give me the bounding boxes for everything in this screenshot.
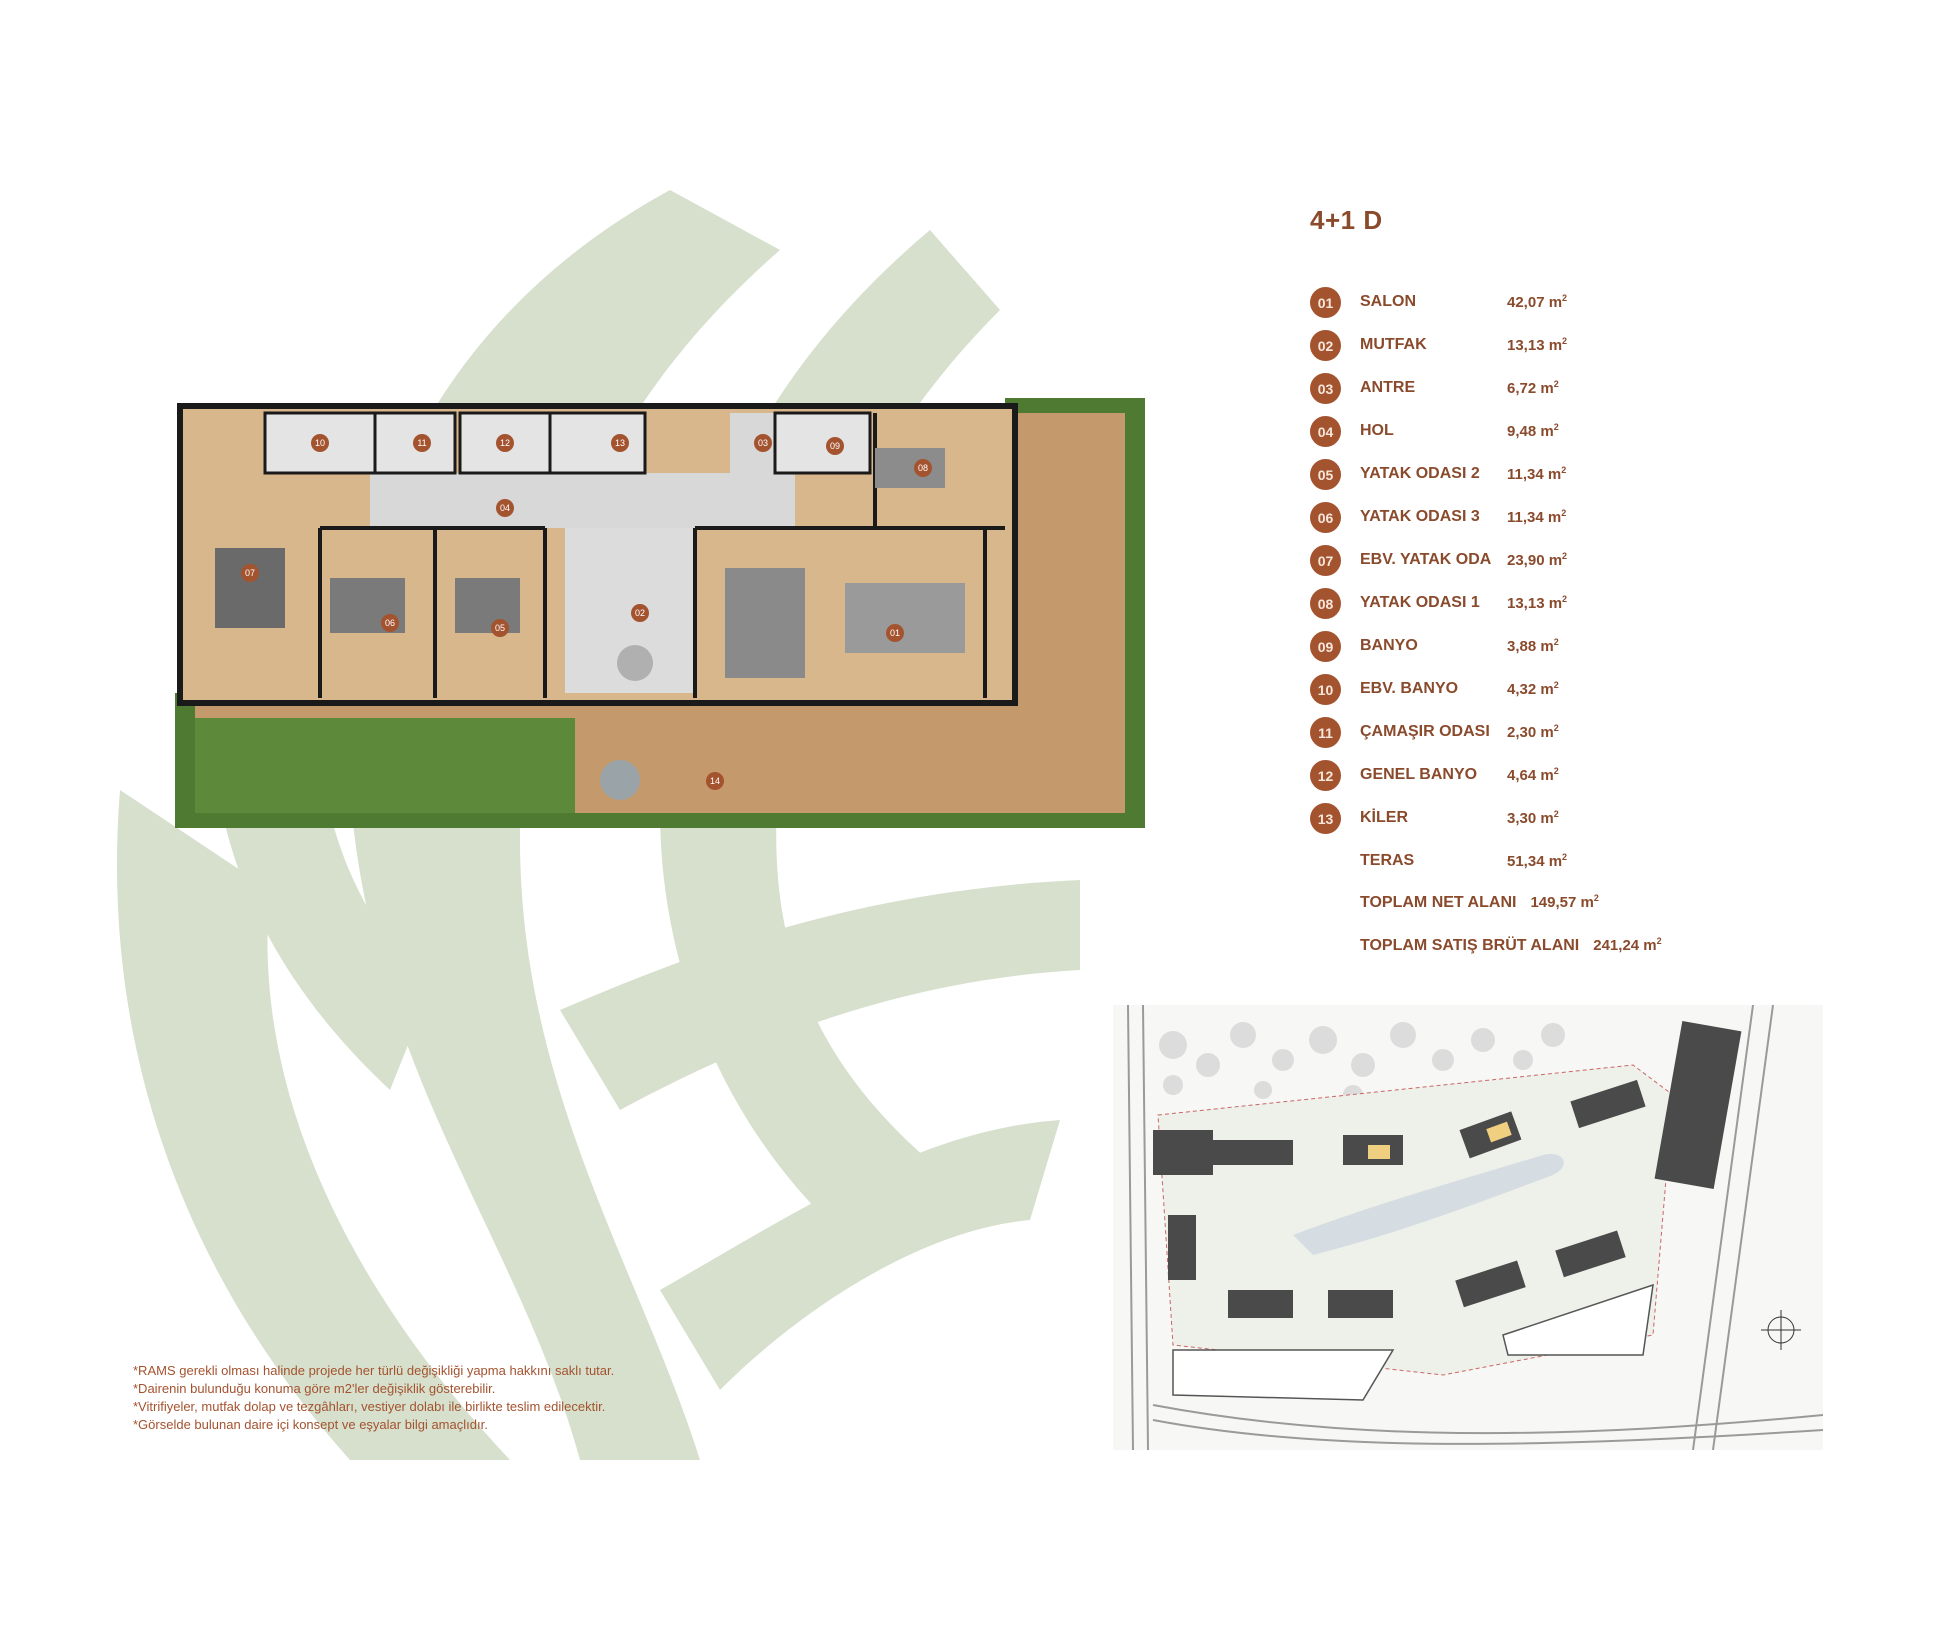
room-area: 4,64 m2 xyxy=(1507,766,1559,784)
room-area: 42,07 m2 xyxy=(1507,293,1568,311)
disclaimer-notes: *RAMS gerekli olması halinde projede her… xyxy=(133,1362,773,1434)
room-number-badge: 09 xyxy=(1310,631,1341,662)
room-number-badge: 02 xyxy=(1310,330,1341,361)
room-number-badge: 05 xyxy=(1310,459,1341,490)
total-gross-value: 241,24 m2 xyxy=(1593,936,1662,954)
room-name: GENEL BANYO xyxy=(1360,766,1478,783)
room-name: YATAK ODASI 3 xyxy=(1360,508,1480,525)
room-number-badge: 13 xyxy=(1310,803,1341,834)
svg-text:13: 13 xyxy=(615,438,625,448)
room-number-badge: 01 xyxy=(1310,287,1341,318)
room-number-badge: 08 xyxy=(1310,588,1341,619)
svg-text:10: 10 xyxy=(315,438,325,448)
room-area: 11,34 m2 xyxy=(1507,508,1567,526)
room-area-list: 01 SALON 42,07 m2 02 MUTFAK 13,13 m2 03 ANTRE… xyxy=(1310,285,1730,887)
svg-text:09: 09 xyxy=(830,441,840,451)
room-row: 06 YATAK ODASI 3 11,34 m2 xyxy=(1310,500,1730,543)
room-name: EBV. BANYO xyxy=(1360,680,1459,697)
room-row: 05 YATAK ODASI 2 11,34 m2 xyxy=(1310,457,1730,500)
note-line: *Görselde bulunan daire içi konsept ve e… xyxy=(133,1417,488,1432)
room-row: 09 BANYO 3,88 m2 xyxy=(1310,629,1730,672)
room-area: 23,90 m2 xyxy=(1507,551,1568,569)
total-net-label: TOPLAM NET ALANI xyxy=(1360,894,1517,911)
svg-text:12: 12 xyxy=(500,438,510,448)
room-area: 4,32 m2 xyxy=(1507,680,1559,698)
svg-text:01: 01 xyxy=(890,628,900,638)
room-name: ÇAMAŞIR ODASI xyxy=(1360,723,1490,740)
room-name: SALON xyxy=(1360,293,1416,310)
svg-text:02: 02 xyxy=(635,608,645,618)
room-area: 51,34 m2 xyxy=(1507,852,1568,870)
room-name: EBV. YATAK ODA xyxy=(1360,551,1492,568)
total-gross-label: TOPLAM SATIŞ BRÜT ALANI xyxy=(1360,937,1580,954)
room-number-badge: 06 xyxy=(1310,502,1341,533)
note-line: *Vitrifiyeler, mutfak dolap ve tezgâhlar… xyxy=(133,1399,606,1414)
room-row: 07 EBV. YATAK ODA 23,90 m2 xyxy=(1310,543,1730,586)
room-name: BANYO xyxy=(1360,637,1418,654)
room-name: TERAS xyxy=(1360,852,1415,869)
floor-plan: 01 02 03 04 05 06 07 08 09 10 11 12 13 1… xyxy=(175,398,1145,828)
room-area: 13,13 m2 xyxy=(1507,336,1568,354)
svg-text:03: 03 xyxy=(758,438,768,448)
plan-title: 4+1 D xyxy=(1310,205,1383,235)
total-gross-area: TOPLAM SATIŞ BRÜT ALANI 241,24 m2 xyxy=(1360,936,1662,955)
room-area: 11,34 m2 xyxy=(1507,465,1567,483)
room-area: 3,88 m2 xyxy=(1507,637,1559,655)
room-area: 6,72 m2 xyxy=(1507,379,1559,397)
room-name: ANTRE xyxy=(1360,379,1416,396)
room-name: HOL xyxy=(1360,422,1394,439)
room-number-badge: 12 xyxy=(1310,760,1341,791)
note-line: *Dairenin bulunduğu konuma göre m2'ler d… xyxy=(133,1381,496,1396)
room-row: 03 ANTRE 6,72 m2 xyxy=(1310,371,1730,414)
room-row: 10 EBV. BANYO 4,32 m2 xyxy=(1310,672,1730,715)
room-name: KİLER xyxy=(1360,809,1408,826)
room-row-terrace: TERAS 51,34 m2 xyxy=(1310,844,1730,887)
room-row: 02 MUTFAK 13,13 m2 xyxy=(1310,328,1730,371)
room-area: 9,48 m2 xyxy=(1507,422,1559,440)
site-plan xyxy=(1113,1005,1823,1450)
svg-text:08: 08 xyxy=(918,463,928,473)
svg-text:05: 05 xyxy=(495,623,505,633)
plan-room-badges: 01 02 03 04 05 06 07 08 09 10 11 12 13 1… xyxy=(241,434,932,790)
room-row: 11 ÇAMAŞIR ODASI 2,30 m2 xyxy=(1310,715,1730,758)
svg-text:04: 04 xyxy=(500,503,510,513)
room-name: YATAK ODASI 2 xyxy=(1360,465,1480,482)
total-net-area: TOPLAM NET ALANI 149,57 m2 xyxy=(1360,893,1599,912)
room-number-badge: 11 xyxy=(1310,717,1341,748)
svg-text:06: 06 xyxy=(385,618,395,628)
room-area: 3,30 m2 xyxy=(1507,809,1559,827)
room-row: 08 YATAK ODASI 1 13,13 m2 xyxy=(1310,586,1730,629)
room-name: YATAK ODASI 1 xyxy=(1360,594,1480,611)
room-number-badge: 07 xyxy=(1310,545,1341,576)
room-number-badge: 03 xyxy=(1310,373,1341,404)
room-row: 12 GENEL BANYO 4,64 m2 xyxy=(1310,758,1730,801)
room-number-badge: 04 xyxy=(1310,416,1341,447)
room-area: 13,13 m2 xyxy=(1507,594,1568,612)
room-row: 01 SALON 42,07 m2 xyxy=(1310,285,1730,328)
room-number-badge: 10 xyxy=(1310,674,1341,705)
note-line: *RAMS gerekli olması halinde projede her… xyxy=(133,1363,615,1378)
room-row: 13 KİLER 3,30 m2 xyxy=(1310,801,1730,844)
room-row: 04 HOL 9,48 m2 xyxy=(1310,414,1730,457)
svg-text:14: 14 xyxy=(710,776,720,786)
svg-text:11: 11 xyxy=(417,438,426,448)
svg-text:07: 07 xyxy=(245,568,255,578)
total-net-value: 149,57 m2 xyxy=(1530,893,1599,911)
room-area: 2,30 m2 xyxy=(1507,723,1559,741)
room-name: MUTFAK xyxy=(1360,336,1427,353)
